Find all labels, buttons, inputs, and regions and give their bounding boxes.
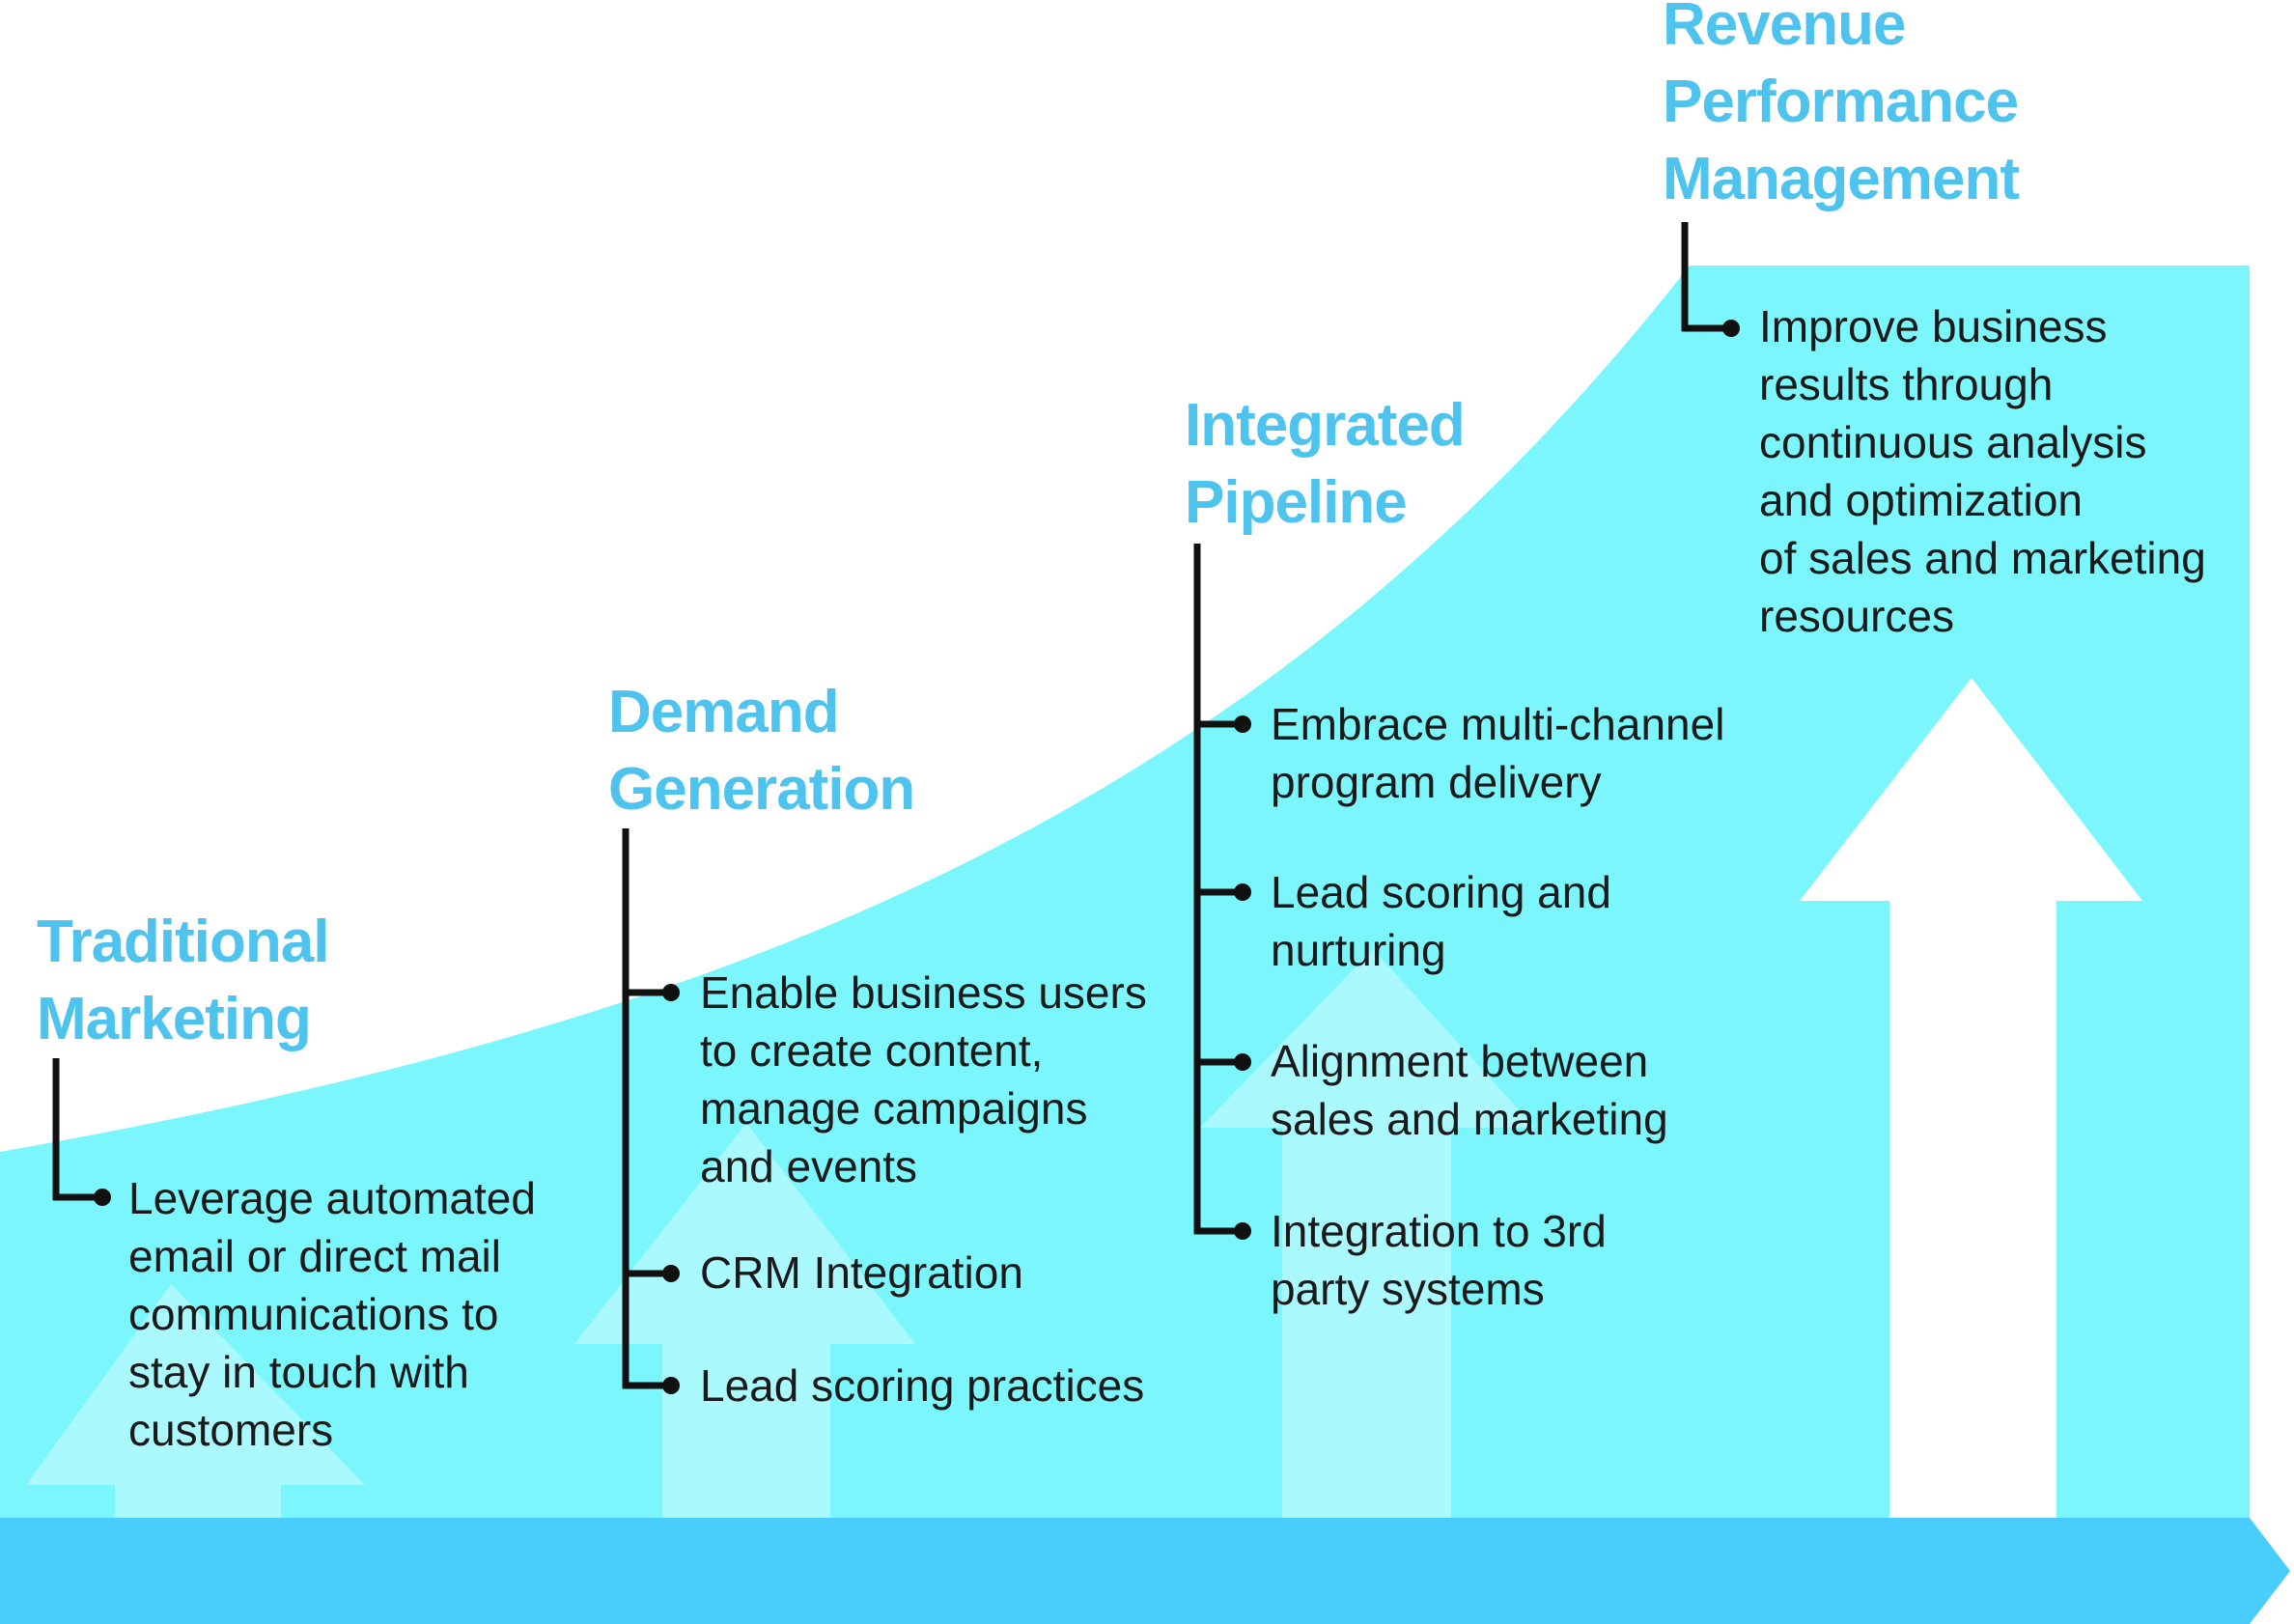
bullet-dot <box>1234 883 1251 901</box>
bullet-text: Lead scoring practices <box>700 1360 1145 1411</box>
stage-title: Demand Generation <box>608 674 915 828</box>
stage-title-line: Traditional <box>37 909 329 975</box>
growth-area <box>0 266 2250 1624</box>
bullet-text: Alignment between sales and marketing <box>1271 1036 1668 1144</box>
bullet-text: Embrace multi-channel program delivery <box>1271 699 1725 807</box>
bullet-dot <box>662 984 680 1001</box>
stage-title-line: Generation <box>608 756 915 823</box>
bullet-dot <box>662 1377 680 1394</box>
connectors <box>52 222 1740 1394</box>
bullet-dot <box>94 1189 111 1206</box>
bullet-dot <box>1722 320 1740 337</box>
bullet-dot <box>1234 715 1251 733</box>
bullet-text: Enable business users to create content,… <box>700 967 1147 1191</box>
stage-title: Integrated Pipeline <box>1185 387 1466 542</box>
bullet-text: Integration to 3rd party systems <box>1271 1206 1607 1314</box>
bullet-dot <box>1234 1053 1251 1071</box>
bullet-dot <box>662 1265 680 1282</box>
stage-title-line: Demand <box>608 679 840 745</box>
ghost-arrow-3 <box>1200 949 1535 1624</box>
stage-title-line: Marketing <box>37 986 312 1052</box>
bullet-text: Leverage automated email or direct mail … <box>128 1173 536 1455</box>
bullet-text: Improve business results through continu… <box>1759 301 2206 641</box>
growth-arrow <box>1800 678 2142 1624</box>
timeline-arrow <box>0 1518 2290 1624</box>
bullet-text: Lead scoring and nurturing <box>1271 867 1611 975</box>
stage-title-line: Integrated <box>1185 392 1466 459</box>
bullet-dot <box>1234 1222 1251 1240</box>
stage-title-line: Management <box>1663 146 2020 212</box>
ghost-arrow-2 <box>574 1123 915 1624</box>
stage-title-line: Revenue <box>1663 0 1906 58</box>
stage-title-line: Performance <box>1663 69 2019 135</box>
stage-title: Traditional Marketing <box>37 904 329 1058</box>
stage-title-line: Pipeline <box>1185 469 1408 536</box>
bullet-text: CRM Integration <box>700 1247 1023 1298</box>
stage-title: Revenue Performance Management <box>1663 0 2020 218</box>
